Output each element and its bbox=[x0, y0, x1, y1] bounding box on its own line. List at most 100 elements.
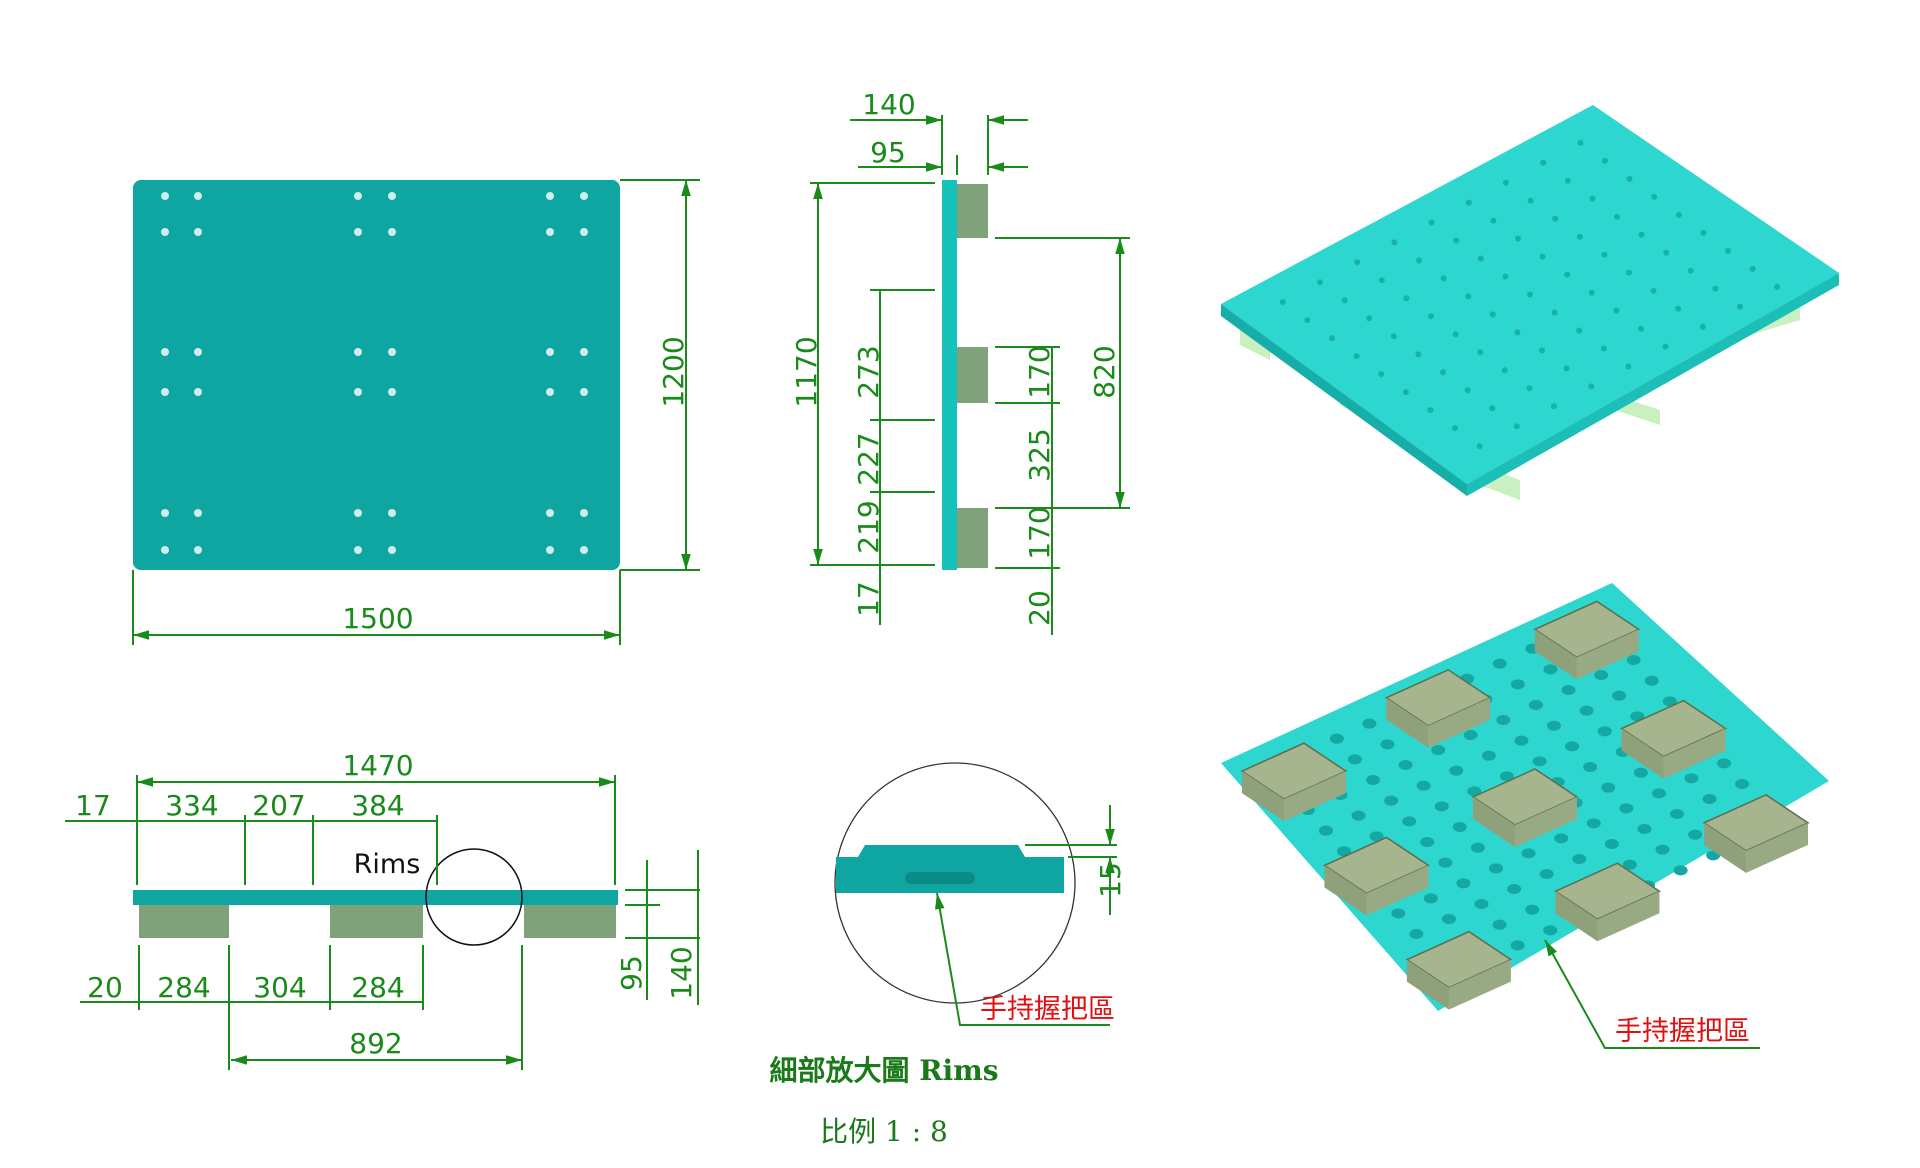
hole bbox=[580, 509, 588, 517]
deck-hole bbox=[1735, 779, 1750, 789]
deck-hole bbox=[1619, 803, 1634, 814]
iso-block bbox=[1322, 836, 1430, 916]
hole bbox=[161, 228, 169, 236]
deck-hole bbox=[1539, 869, 1554, 879]
deck-hole bbox=[1561, 685, 1576, 695]
deck-hole bbox=[1637, 824, 1652, 834]
deck-dimple bbox=[1626, 175, 1633, 182]
deck-hole bbox=[1655, 844, 1670, 855]
dim-15: 15 bbox=[1094, 862, 1127, 898]
top-view: 1200 1500 bbox=[132, 179, 700, 645]
front-view: Rims 1470 17 334 207 384 20 284 304 284 … bbox=[65, 749, 700, 1070]
deck-hole bbox=[1481, 750, 1496, 761]
deck-dimple bbox=[1564, 177, 1571, 184]
deck-hole bbox=[1384, 795, 1399, 806]
deck-dimple bbox=[1490, 217, 1497, 224]
hole bbox=[388, 348, 396, 356]
deck-dimple bbox=[1563, 365, 1570, 372]
deck-dimple bbox=[1527, 291, 1533, 298]
deck-hole bbox=[1351, 810, 1366, 821]
deck-hole bbox=[1525, 904, 1540, 915]
deck-hole bbox=[1644, 675, 1659, 686]
dim-1200: 1200 bbox=[657, 336, 690, 407]
deck-hole bbox=[1594, 670, 1609, 680]
deck-dimple bbox=[1576, 327, 1583, 334]
deck-dimple bbox=[1675, 305, 1682, 312]
deck-hole bbox=[1318, 825, 1333, 836]
handle-grip-label-iso: 手持握把區 bbox=[1615, 1016, 1750, 1047]
dim-140: 140 bbox=[862, 88, 915, 121]
deck-dimple bbox=[1539, 347, 1545, 354]
deck-hole bbox=[1554, 833, 1569, 844]
deck-hole bbox=[1510, 940, 1525, 951]
iso-block bbox=[1620, 699, 1728, 779]
deck-hole bbox=[1604, 839, 1619, 849]
deck-dimple bbox=[1390, 333, 1397, 340]
hole bbox=[354, 192, 362, 200]
deck-dimple bbox=[1452, 331, 1459, 338]
deck-dimple bbox=[1700, 229, 1707, 236]
hole bbox=[580, 228, 588, 236]
hole bbox=[580, 192, 588, 200]
deck-hole bbox=[1633, 767, 1648, 778]
deck-dimple bbox=[1502, 273, 1509, 280]
hole bbox=[354, 509, 362, 517]
dim-1500: 1500 bbox=[342, 602, 413, 635]
iso-block bbox=[1702, 793, 1810, 873]
deck-hole bbox=[1572, 854, 1587, 864]
dim-17: 17 bbox=[852, 581, 885, 617]
iso-top-view bbox=[1221, 105, 1839, 500]
hole bbox=[194, 546, 202, 554]
dim-17: 17 bbox=[75, 789, 111, 822]
hole bbox=[194, 228, 202, 236]
deck-hole bbox=[1434, 801, 1449, 812]
deck-hole bbox=[1601, 782, 1616, 793]
hole bbox=[354, 546, 362, 554]
deck-dimple bbox=[1366, 315, 1373, 322]
deck-hole bbox=[1452, 822, 1467, 832]
deck-hole bbox=[1366, 775, 1380, 785]
deck-dimple bbox=[1662, 343, 1669, 350]
deck-dimple bbox=[1600, 345, 1607, 352]
detail-view: 15 手持握把區 細部放大圖 Rims 比例 1 : 8 bbox=[769, 762, 1127, 1148]
deck-hole bbox=[1496, 715, 1511, 725]
deck-hole bbox=[1510, 679, 1525, 690]
deck-dimple bbox=[1539, 253, 1546, 260]
side-block bbox=[957, 184, 988, 238]
hole bbox=[546, 546, 554, 554]
deck-hole bbox=[1630, 711, 1645, 722]
deck-hole bbox=[1438, 857, 1453, 868]
deck-dimple bbox=[1501, 367, 1508, 374]
deck-dimple bbox=[1464, 387, 1471, 394]
deck-dimple bbox=[1527, 197, 1534, 204]
deck-dimple bbox=[1625, 363, 1632, 370]
deck-hole bbox=[1626, 655, 1641, 665]
hole bbox=[388, 388, 396, 396]
deck-hole bbox=[1499, 771, 1514, 782]
hole bbox=[194, 192, 202, 200]
front-block bbox=[330, 905, 423, 938]
deck-dimple bbox=[1402, 389, 1409, 396]
deck-dimple bbox=[1552, 215, 1559, 222]
dim-20: 20 bbox=[1023, 590, 1056, 626]
deck-dimple bbox=[1588, 289, 1595, 296]
hole bbox=[354, 348, 362, 356]
hole bbox=[161, 192, 169, 200]
hole bbox=[388, 546, 396, 554]
deck-hole bbox=[1507, 884, 1522, 894]
deck-hole bbox=[1492, 658, 1507, 669]
deck-hole bbox=[1622, 859, 1637, 870]
deck-hole bbox=[1565, 741, 1580, 752]
scale-label: 比例 1 : 8 bbox=[820, 1115, 948, 1148]
deck-hole bbox=[1528, 700, 1543, 710]
deck-hole bbox=[1532, 756, 1547, 767]
iso-block bbox=[1240, 742, 1348, 822]
deck-hole bbox=[1702, 794, 1717, 804]
hole bbox=[354, 228, 362, 236]
deck-dimple bbox=[1638, 325, 1644, 332]
deck-dimple bbox=[1452, 425, 1458, 432]
front-block bbox=[524, 905, 616, 938]
deck-dimple bbox=[1577, 139, 1584, 146]
dim-207: 207 bbox=[252, 789, 305, 822]
deck-dimple bbox=[1749, 265, 1756, 272]
